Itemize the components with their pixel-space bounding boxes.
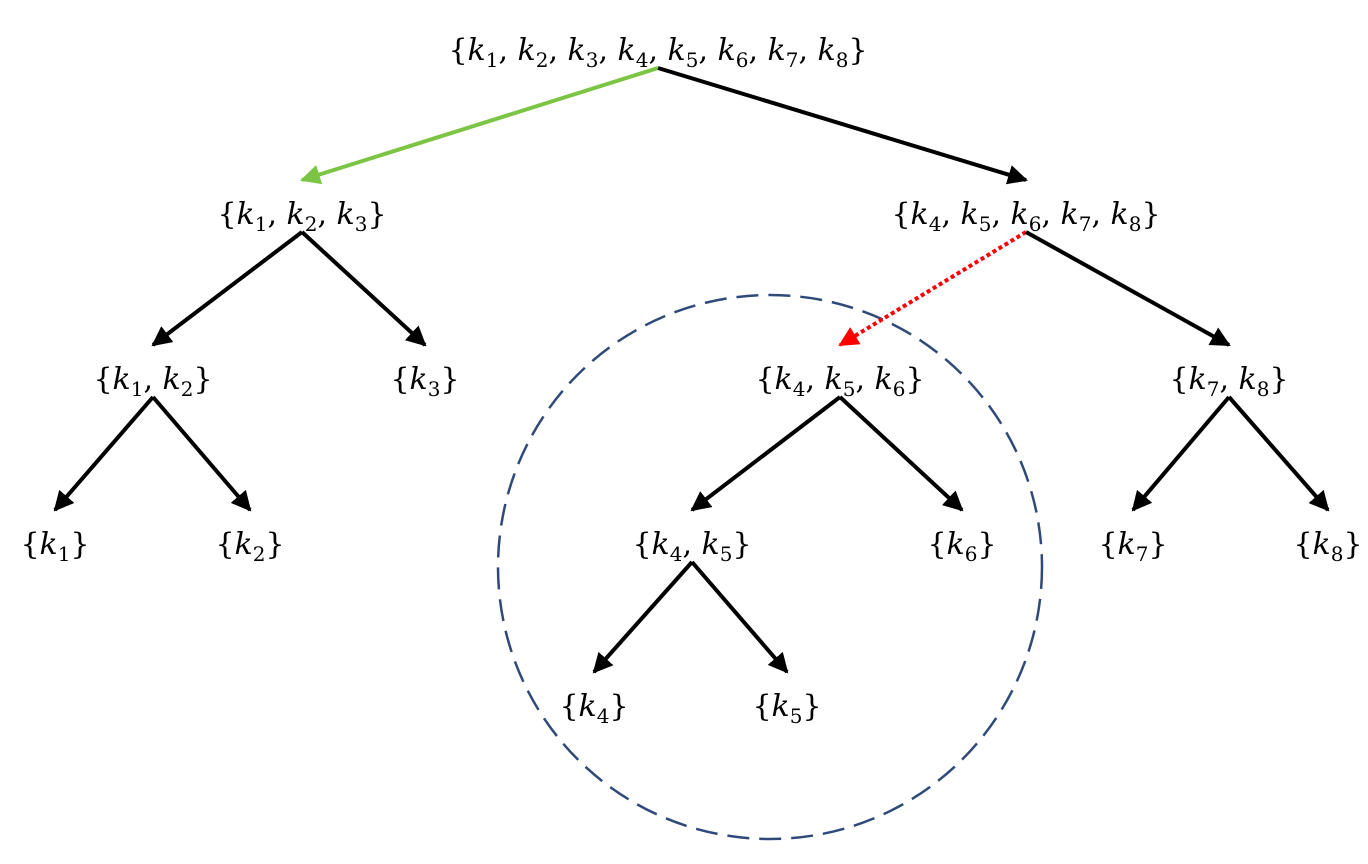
node-n12: {k1, k2} (93, 362, 212, 401)
edge-n456-to-n6 (838, 395, 964, 512)
edge-n456-to-n45 (690, 395, 842, 512)
subtree-highlight-circle (496, 293, 1044, 841)
edge-root-to-n45678 (657, 66, 1028, 185)
edge-n45678-to-n456 (838, 230, 1028, 347)
edges-group (53, 66, 1330, 674)
node-n45678: {k4, k5, k6, k7, k8} (891, 197, 1160, 236)
node-root: {k1, k2, k3, k4, k5, k6, k7, k8} (448, 33, 867, 72)
node-n7: {k7} (1098, 527, 1167, 566)
edge-n12-to-n1 (53, 395, 155, 512)
node-n8: {k8} (1293, 527, 1362, 566)
edge-n123-to-n12 (151, 230, 304, 347)
edge-n123-to-n3 (300, 230, 427, 347)
edge-n45-to-n4 (592, 560, 694, 674)
node-n456: {k4, k5, k6} (755, 362, 924, 401)
node-n6: {k6} (927, 527, 996, 566)
node-n123: {k1, k2, k3} (217, 197, 386, 236)
edge-n45-to-n5 (690, 560, 789, 674)
edge-root-to-n123 (300, 66, 659, 185)
node-n2: {k2} (215, 527, 284, 566)
nodes-group: {k1, k2, k3, k4, k5, k6, k7, k8} {k1, k2,… (20, 33, 1362, 728)
edge-n12-to-n2 (151, 395, 252, 512)
node-n3: {k3} (390, 362, 459, 401)
node-n45: {k4, k5} (632, 527, 751, 566)
node-n78: {k7, k8} (1169, 362, 1288, 401)
edge-n78-to-n7 (1131, 395, 1231, 512)
node-n4: {k4} (559, 689, 628, 728)
edge-n78-to-n8 (1227, 395, 1330, 512)
node-n5: {k5} (752, 689, 821, 728)
node-n1: {k1} (20, 527, 89, 566)
edge-n45678-to-n78 (1025, 230, 1231, 347)
